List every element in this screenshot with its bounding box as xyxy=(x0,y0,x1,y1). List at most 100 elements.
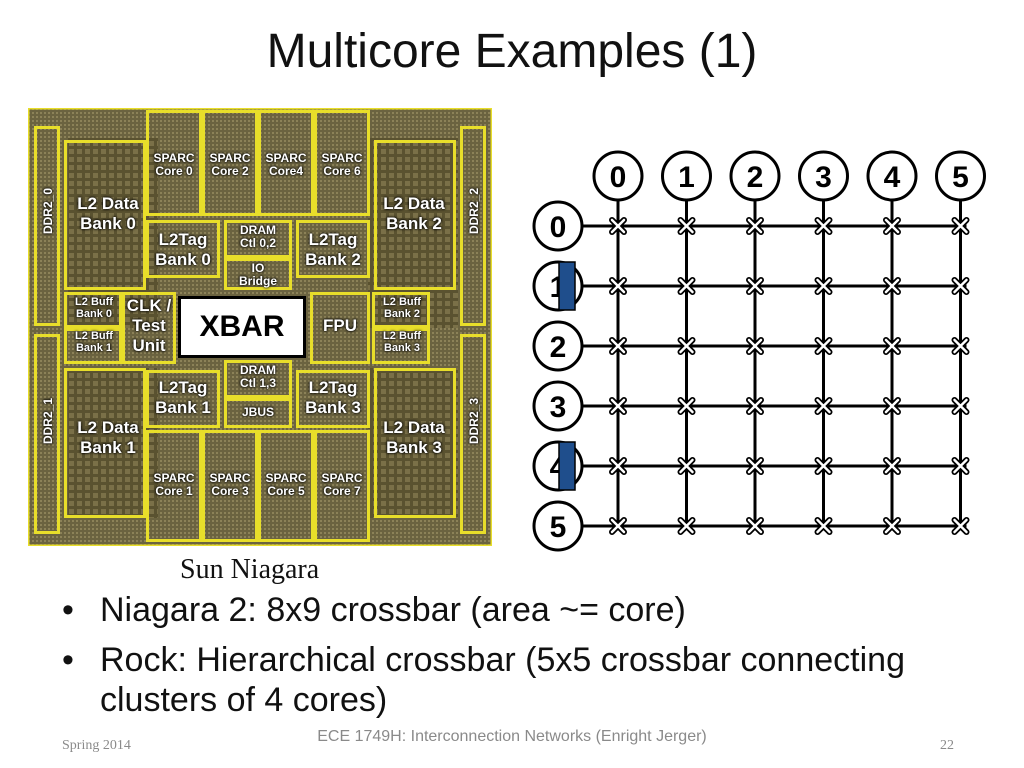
output-node-label: 4 xyxy=(884,161,901,194)
footer-course: ECE 1749H: Interconnection Networks (Enr… xyxy=(317,728,707,745)
sparc-core xyxy=(314,110,370,216)
sparc-core-label: SPARC Core 3 xyxy=(209,471,251,498)
l2-buffer xyxy=(372,328,430,364)
clock-test-unit xyxy=(122,292,176,364)
crosspoint-switch xyxy=(610,518,626,534)
bullet-item: Niagara 2: 8x9 crossbar (area ~= core) xyxy=(62,590,962,630)
crosspoint-switch xyxy=(610,398,626,414)
input-node-label: 2 xyxy=(550,331,567,364)
dram-controller-label: DRAM Ctl 0,2 xyxy=(239,223,276,250)
io-bridge xyxy=(224,258,292,290)
input-node xyxy=(532,200,584,252)
crosspoint-switch xyxy=(610,458,626,474)
crosspoint-switch xyxy=(884,218,900,234)
niagara-die-photo: DDR2_0 DDR2_2 DDR2_1 DDR2_3 L2 Data Bank… xyxy=(28,108,492,546)
page-number: 22 xyxy=(940,738,954,753)
slide-title: Multicore Examples (1) xyxy=(266,25,758,78)
l2-buffer-label: L2 Buff Bank 3 xyxy=(383,330,421,354)
l2-data-label: L2 Data Bank 0 xyxy=(77,194,139,233)
input-node-label: 5 xyxy=(550,511,567,544)
l2-tag-label: L2Tag Bank 3 xyxy=(305,378,361,417)
sparc-core xyxy=(258,110,314,216)
sparc-core xyxy=(146,110,202,216)
crosspoint-switch xyxy=(816,398,831,414)
l2-data-bank xyxy=(374,368,456,518)
l2-tag-bank xyxy=(296,370,370,428)
sparc-core xyxy=(314,430,370,542)
crosspoint-switch xyxy=(747,398,763,414)
output-node-label: 3 xyxy=(815,161,832,194)
l2-buffer-label: L2 Buff Bank 2 xyxy=(383,296,421,320)
xbar-label: XBAR xyxy=(178,296,306,358)
input-node xyxy=(532,380,584,432)
output-node xyxy=(729,150,781,202)
sparc-core-label: SPARC Core 1 xyxy=(153,471,195,498)
output-node xyxy=(935,150,986,202)
sparc-core-label: SPARC Core 6 xyxy=(321,151,363,178)
crosspoint-switch xyxy=(953,458,968,474)
bullet-list: Niagara 2: 8x9 crossbar (area ~= core) R… xyxy=(62,590,962,730)
crosspoint-switch xyxy=(679,278,694,294)
ddr-label: DDR2_2 xyxy=(467,188,481,235)
dram-controller xyxy=(224,360,292,398)
sparc-core-label: SPARC Core 7 xyxy=(321,471,363,498)
ddr-block xyxy=(34,334,60,534)
sparc-core-label: SPARC Core4 xyxy=(265,151,307,178)
crosspoint-switch xyxy=(816,278,831,294)
output-node-label: 2 xyxy=(747,161,764,194)
dram-controller xyxy=(224,220,292,258)
l2-data-label: L2 Data Bank 1 xyxy=(77,418,139,457)
crosspoint-switch xyxy=(816,338,831,354)
l2-data-bank xyxy=(64,368,146,518)
jbus-label: JBUS xyxy=(241,405,274,419)
packet-marker xyxy=(558,441,576,491)
crosspoint-switch xyxy=(953,218,968,234)
l2-tag-label: L2Tag Bank 0 xyxy=(155,230,211,269)
input-node xyxy=(532,320,584,372)
crosspoint-switch xyxy=(610,278,626,294)
crosspoint-switch xyxy=(747,518,763,534)
l2-buffer xyxy=(372,292,430,328)
input-node xyxy=(532,500,584,552)
l2-data-bank xyxy=(64,140,146,290)
sparc-core xyxy=(146,430,202,542)
crosspoint-switch xyxy=(884,398,900,414)
crosspoint-switch xyxy=(884,518,900,534)
l2-tag-bank xyxy=(296,220,370,278)
crosspoint-switch xyxy=(610,218,626,234)
bullet-item: Rock: Hierarchical crossbar (5x5 crossba… xyxy=(62,640,962,720)
sparc-core-label: SPARC Core 0 xyxy=(153,151,195,178)
die-caption: Sun Niagara xyxy=(180,554,320,585)
crosspoint-switch xyxy=(953,278,968,294)
l2-tag-label: L2Tag Bank 1 xyxy=(155,378,211,417)
footer-date: Spring 2014 xyxy=(62,738,131,753)
dram-controller-label: DRAM Ctl 1,3 xyxy=(239,363,276,390)
output-node xyxy=(592,150,644,202)
clock-test-label: CLK / Test Unit xyxy=(126,296,172,355)
l2-buffer-label: L2 Buff Bank 0 xyxy=(75,296,113,320)
crosspoint-switch xyxy=(884,278,900,294)
l2-data-label: L2 Data Bank 2 xyxy=(383,194,445,233)
sparc-core xyxy=(202,430,258,542)
crosspoint-switch xyxy=(747,338,763,354)
l2-data-label: L2 Data Bank 3 xyxy=(383,418,445,457)
crosspoint-switch xyxy=(953,338,968,354)
output-node xyxy=(661,150,712,202)
output-node-label: 1 xyxy=(678,161,695,194)
sparc-core-label: SPARC Core 2 xyxy=(209,151,251,178)
crosspoint-switch xyxy=(747,218,763,234)
ddr-block xyxy=(460,334,486,534)
crosspoint-switch xyxy=(747,278,763,294)
l2-tag-label: L2Tag Bank 2 xyxy=(305,230,361,269)
crosspoint-switch xyxy=(816,218,831,234)
crosspoint-switch xyxy=(679,218,694,234)
packet-marker xyxy=(558,261,576,311)
l2-tag-bank xyxy=(146,370,220,428)
jbus xyxy=(224,398,292,428)
crosspoint-switch xyxy=(816,518,831,534)
crosspoint-switch xyxy=(679,338,694,354)
ddr-label: DDR2_0 xyxy=(41,188,55,235)
l2-data-bank xyxy=(374,140,456,290)
ddr-block xyxy=(34,126,60,326)
